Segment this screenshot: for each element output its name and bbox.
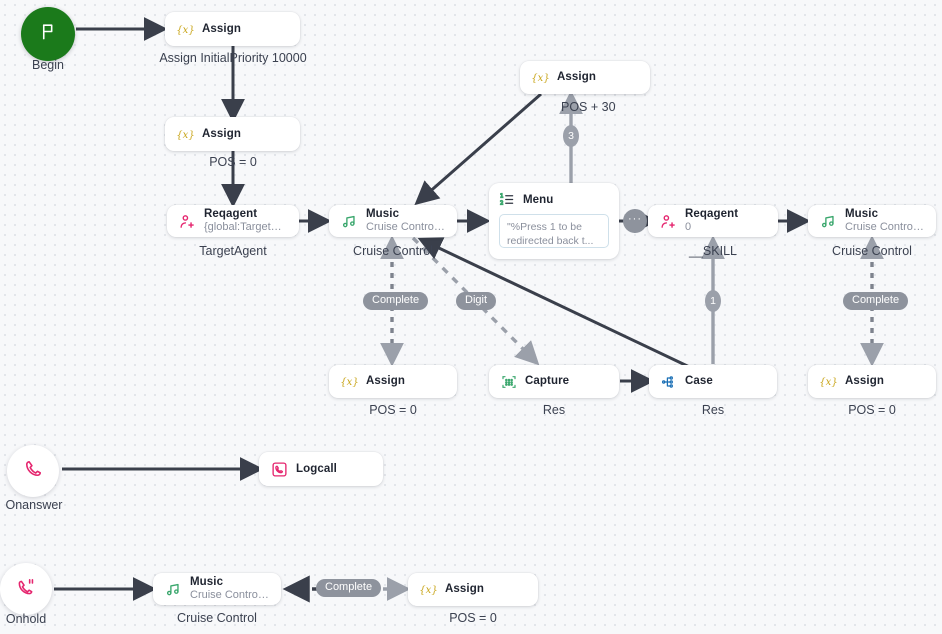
caption-cruise-control-bottom: Cruise Control — [177, 611, 257, 625]
caption-cruise-control-right: Cruise Control — [832, 244, 912, 258]
node-menu[interactable]: 1 2 Menu "%Press 1 to be redirected back… — [489, 183, 619, 259]
node-onhold[interactable] — [0, 563, 52, 615]
svg-text:{x}: {x} — [341, 377, 358, 388]
caption-pos-zero-bottom: POS = 0 — [449, 611, 497, 625]
edge-label-complete-mid[interactable]: Complete — [363, 292, 429, 310]
variable-icon: {x} — [420, 582, 437, 597]
node-title: Music — [190, 576, 224, 589]
node-logcall[interactable]: Logcall — [259, 452, 383, 486]
node-title: Menu — [523, 193, 554, 206]
svg-text:{x}: {x} — [177, 24, 194, 35]
edge-label-complete-right[interactable]: Complete — [843, 292, 909, 310]
caption-skill: __SKILL — [689, 244, 737, 258]
node-subtitle: Cruise Control.wav — [366, 221, 445, 234]
node-subtitle: Cruise Control.wav — [845, 221, 924, 234]
variable-icon: {x} — [532, 70, 549, 85]
node-music-bottom[interactable]: Music Cruise Control.wav — [153, 573, 281, 605]
edge-label-digit[interactable]: Digit — [456, 292, 497, 310]
caption-assign-initial-priority: Assign InitialPriority 10000 — [159, 51, 307, 65]
caption-res-case: Res — [701, 403, 725, 417]
node-title: Assign — [366, 375, 405, 388]
node-assign-initial-priority[interactable]: {x} Assign — [165, 12, 300, 46]
node-title: Case — [685, 375, 713, 388]
caption-onanswer: Onanswer — [5, 498, 63, 512]
node-title: Reqagent — [685, 208, 739, 221]
svg-text:{x}: {x} — [820, 377, 837, 388]
node-music-mid[interactable]: Music Cruise Control.wav — [329, 205, 457, 237]
node-assign-pos-zero-1[interactable]: {x} Assign — [165, 117, 300, 151]
svg-text:{x}: {x} — [177, 129, 194, 140]
svg-text:1: 1 — [500, 194, 503, 200]
capture-keypad-icon — [501, 374, 517, 390]
node-title: Reqagent — [204, 208, 258, 221]
node-assign-pos-zero-right[interactable]: {x} Assign — [808, 365, 936, 398]
request-agent-icon — [179, 213, 196, 230]
svg-text:2: 2 — [500, 201, 503, 207]
node-title: Assign — [202, 127, 241, 140]
variable-icon: {x} — [177, 22, 194, 37]
badge-one: 1 — [705, 290, 721, 312]
caption-onhold: Onhold — [5, 612, 47, 626]
node-subtitle: 0 — [685, 221, 692, 234]
caption-cruise-control-mid: Cruise Control — [353, 244, 433, 258]
caption-pos-plus-30: POS + 30 — [561, 100, 616, 114]
node-assign-pos-zero-mid[interactable]: {x} Assign — [329, 365, 457, 398]
node-subtitle: {global:TargetAgent} — [204, 221, 287, 234]
caption-pos-zero-right: POS = 0 — [848, 403, 896, 417]
node-assign-bottom[interactable]: {x} Assign — [408, 573, 538, 606]
music-icon — [341, 213, 358, 230]
node-onanswer[interactable] — [7, 445, 59, 497]
node-reqagent-target-agent[interactable]: Reqagent {global:TargetAgent} — [167, 205, 299, 237]
caption-target-agent: TargetAgent — [199, 244, 267, 258]
edge-waypoint-dots[interactable]: ··· — [623, 209, 647, 233]
variable-icon: {x} — [341, 374, 358, 389]
caption-pos-zero-1: POS = 0 — [209, 155, 257, 169]
node-assign-pos-plus-30[interactable]: {x} Assign — [520, 61, 650, 94]
phone-icon — [24, 459, 43, 483]
node-subtitle: Cruise Control.wav — [190, 589, 269, 602]
caption-begin: Begin — [32, 58, 64, 72]
phone-hold-icon — [17, 577, 36, 601]
node-title: Music — [366, 208, 400, 221]
variable-icon: {x} — [820, 374, 837, 389]
node-title: Assign — [202, 22, 241, 35]
svg-text:{x}: {x} — [532, 73, 549, 84]
node-case[interactable]: Case — [649, 365, 777, 398]
node-title: Assign — [445, 583, 484, 596]
music-icon — [165, 581, 182, 598]
node-capture[interactable]: Capture — [489, 365, 619, 398]
music-icon — [820, 213, 837, 230]
node-title: Music — [845, 208, 879, 221]
node-reqagent-skill[interactable]: Reqagent 0 — [648, 205, 778, 237]
node-title: Assign — [557, 71, 596, 84]
node-title: Logcall — [296, 462, 337, 475]
caption-res-capture: Res — [542, 403, 566, 417]
numbered-list-icon: 1 2 — [499, 192, 515, 207]
svg-text:{x}: {x} — [420, 585, 437, 596]
request-agent-icon — [660, 213, 677, 230]
caption-pos-zero-mid: POS = 0 — [369, 403, 417, 417]
badge-three: 3 — [563, 125, 579, 147]
edge-label-complete-bottom[interactable]: Complete — [316, 579, 382, 597]
node-music-right[interactable]: Music Cruise Control.wav — [808, 205, 936, 237]
logcall-icon — [271, 461, 288, 478]
node-title: Assign — [845, 375, 884, 388]
menu-prompt-field[interactable]: "%Press 1 to be redirected back t... — [499, 214, 609, 248]
variable-icon: {x} — [177, 127, 194, 142]
node-title: Capture — [525, 375, 570, 388]
node-begin[interactable] — [21, 7, 75, 61]
flag-icon — [39, 22, 58, 46]
case-branch-icon — [661, 374, 677, 390]
